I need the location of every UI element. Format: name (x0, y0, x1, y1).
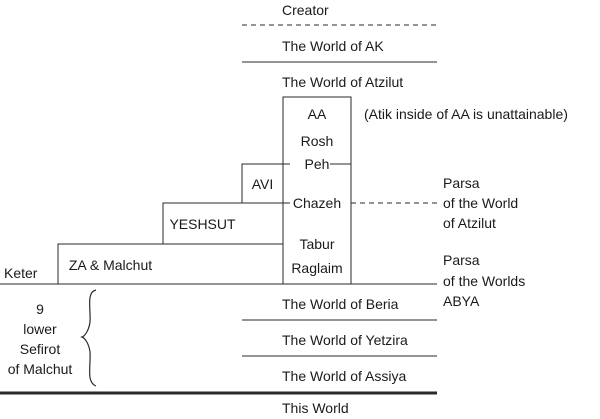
world-atzilut-label: The World of Atzilut (282, 74, 404, 90)
avi-block (241, 163, 283, 204)
aa-label: AA (307, 106, 327, 122)
parsa-atzilut-line1: Parsa (443, 175, 480, 191)
keter-label: Keter (4, 265, 38, 281)
avi-label: AVI (251, 176, 274, 192)
parsa-atzilut-line2: of the World (443, 195, 519, 211)
world-assiya-label: The World of Assiya (282, 368, 407, 384)
lower-sefirot-line3: Sefirot (19, 341, 61, 357)
rosh-label: Rosh (300, 133, 334, 149)
peh-label: Peh (304, 156, 330, 172)
za-malchut-label: ZA & Malchut (68, 257, 153, 273)
world-beria-label: The World of Beria (282, 296, 399, 312)
atik-note: (Atik inside of AA is unattainable) (364, 106, 568, 122)
raglaim-label: Raglaim (291, 260, 343, 276)
lower-sefirot-line1: 9 (36, 301, 44, 317)
aa-column (282, 96, 352, 285)
yeshsut-label: YESHSUT (169, 216, 236, 232)
parsa-abya-line2: of the Worlds (443, 273, 526, 289)
this-world-label: This World (282, 400, 349, 416)
creator-label: Creator (282, 2, 329, 18)
parsa-abya-line1: Parsa (443, 252, 480, 268)
parsa-atzilut-line3: of Atzilut (443, 215, 496, 231)
tabur-label: Tabur (299, 236, 335, 252)
lower-sefirot-line2: lower (23, 321, 57, 337)
lower-sefirot-line4: of Malchut (7, 361, 73, 377)
chazeh-label: Chazeh (292, 195, 342, 211)
lower-sefirot-brace (80, 289, 97, 387)
parsa-abya-line3: ABYA (443, 293, 480, 309)
world-yetzira-label: The World of Yetzira (282, 332, 408, 348)
world-ak-label: The World of AK (282, 38, 384, 54)
yeshsut-block (162, 202, 283, 245)
za-malchut-block (57, 243, 163, 284)
